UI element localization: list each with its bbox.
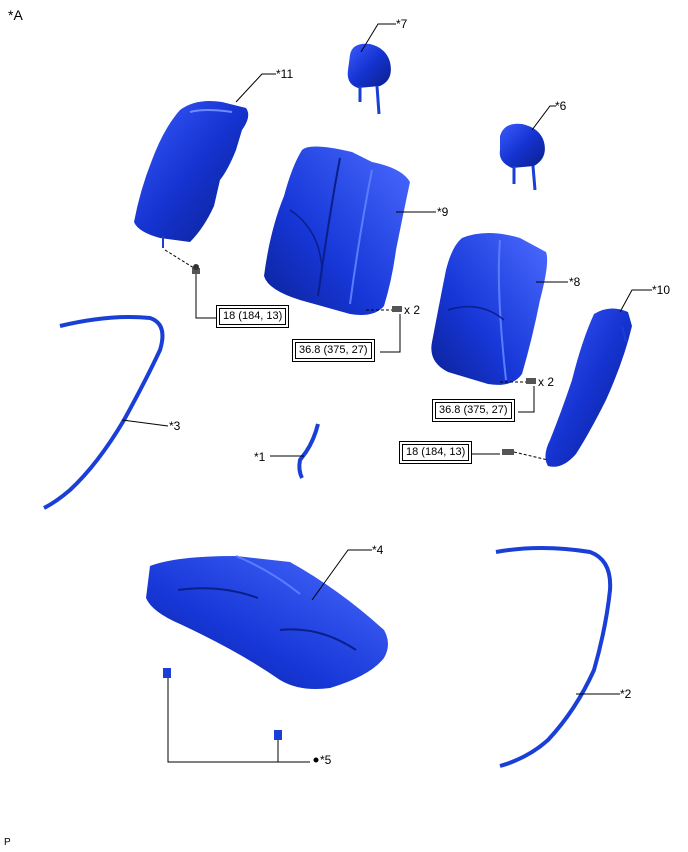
seatback-left [264, 146, 410, 315]
callout-8: *8 [569, 275, 581, 289]
trim-wire-left [43, 315, 165, 510]
side-bolster-right [545, 308, 632, 467]
side-bolster-left [134, 101, 249, 248]
seat-clips [163, 668, 282, 740]
callout-6: *6 [555, 99, 567, 113]
quantity-9: x 2 [404, 303, 421, 317]
bolt-9 [392, 306, 402, 312]
callout-1: *1 [254, 450, 266, 464]
bolt-8 [526, 378, 536, 384]
callout-9: *9 [437, 205, 449, 219]
callout-2: *2 [620, 687, 632, 701]
torque-box-11: 18 (184, 13) [216, 305, 290, 328]
bolt-10 [502, 449, 514, 455]
torque-value-9: 36.8 (375, 27) [295, 342, 372, 359]
headrest-right [499, 123, 545, 191]
torque-box-8: 36.8 (375, 27) [432, 399, 515, 422]
callout-4: *4 [372, 543, 384, 557]
attachment-lines [164, 249, 549, 461]
torque-value-8: 36.8 (375, 27) [435, 402, 512, 419]
headrest-upper [347, 43, 391, 115]
view-label: *A [8, 7, 23, 23]
callout-dot [313, 757, 319, 763]
callout-7: *7 [396, 17, 408, 31]
bolt-11 [192, 264, 200, 274]
seatback-right [431, 233, 548, 385]
torque-box-10: 18 (184, 13) [399, 441, 473, 464]
small-bracket [297, 423, 320, 479]
corner-code: P [4, 837, 11, 848]
trim-wire-right [495, 546, 613, 768]
torque-value-10: 18 (184, 13) [402, 444, 470, 461]
callout-11: *11 [276, 67, 294, 81]
seat-cushion [146, 555, 388, 689]
callout-10: *10 [652, 283, 671, 297]
callout-5: *5 [320, 753, 332, 767]
torque-box-9: 36.8 (375, 27) [292, 339, 375, 362]
callout-3: *3 [169, 419, 181, 433]
quantity-8: x 2 [538, 375, 555, 389]
torque-value-11: 18 (184, 13) [219, 308, 287, 325]
